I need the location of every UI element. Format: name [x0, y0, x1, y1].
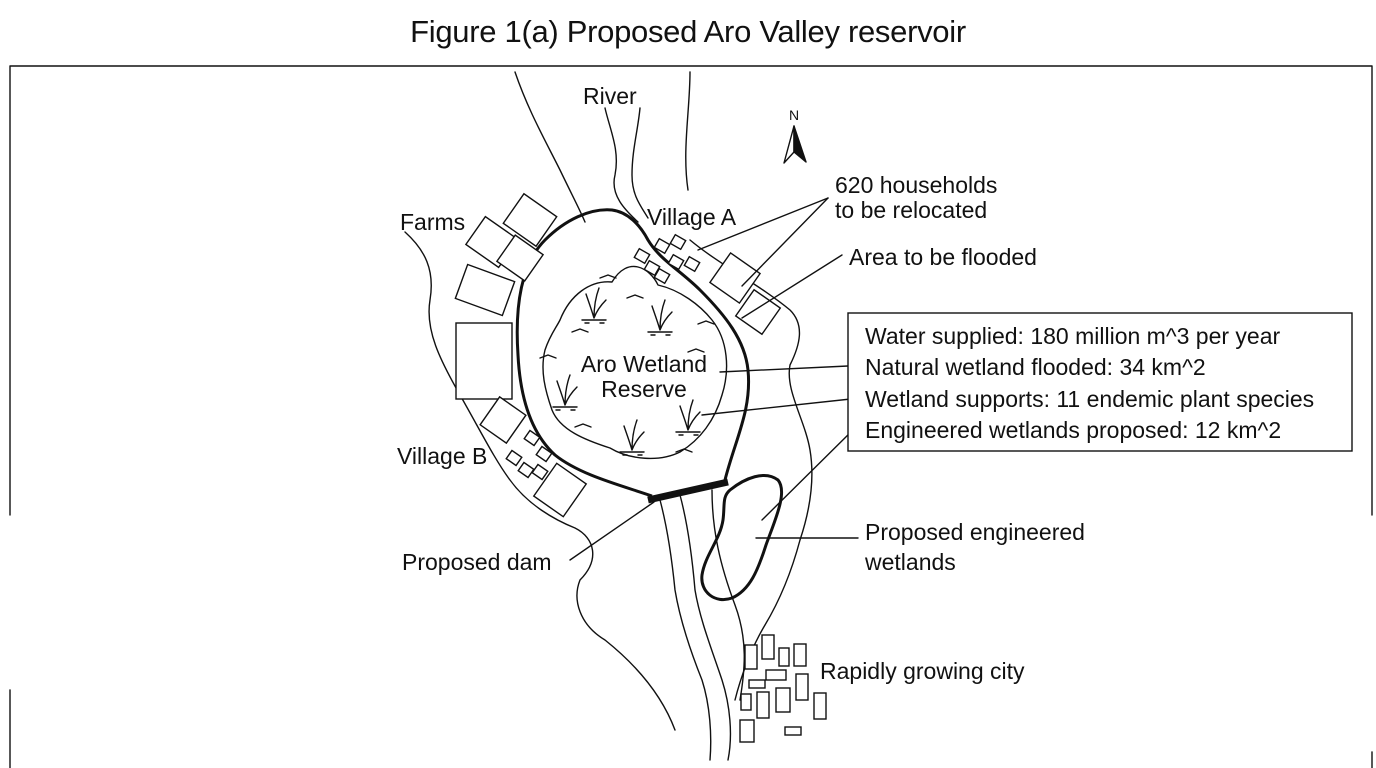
farms-label: Farms [400, 209, 465, 235]
info-water-supplied: Water supplied: 180 million m^3 per year [865, 323, 1281, 349]
map-frame [9, 65, 1373, 768]
info-wetland-flooded: Natural wetland flooded: 34 km^2 [865, 354, 1206, 380]
households-label-line2: to be relocated [835, 197, 987, 223]
flood-boundary [515, 208, 751, 498]
north-arrow-icon: N [783, 107, 807, 164]
flood-area-label: Area to be flooded [849, 244, 1037, 270]
info-engineered-proposed: Engineered wetlands proposed: 12 km^2 [865, 417, 1281, 443]
dam [647, 478, 729, 504]
wetland-label-line1: Aro Wetland [581, 351, 707, 377]
engineered-label-line1: Proposed engineered [865, 519, 1085, 545]
village-b-houses [505, 429, 553, 481]
valley-contours [404, 71, 813, 731]
info-box: Water supplied: 180 million m^3 per year… [847, 312, 1353, 452]
north-label: N [789, 107, 799, 123]
city-blocks [739, 634, 827, 743]
engineered-label-line2: wetlands [864, 549, 956, 575]
engineered-wetlands [700, 474, 784, 601]
farm-fields [454, 192, 782, 518]
village-b-label: Village B [397, 443, 487, 469]
river-label: River [583, 83, 637, 109]
leader-lines [569, 197, 861, 561]
river [604, 107, 745, 761]
wetland-label-line2: Reserve [601, 376, 687, 402]
city-label: Rapidly growing city [820, 658, 1025, 684]
figure-title: Figure 1(a) Proposed Aro Valley reservoi… [410, 14, 966, 49]
village-a-label: Village A [647, 204, 737, 230]
dam-label: Proposed dam [402, 549, 552, 575]
reed-symbols [539, 274, 715, 456]
households-label-line1: 620 households [835, 172, 997, 198]
wetland-outline [542, 265, 728, 460]
info-endemic-species: Wetland supports: 11 endemic plant speci… [865, 386, 1314, 412]
village-a-houses [633, 233, 701, 285]
